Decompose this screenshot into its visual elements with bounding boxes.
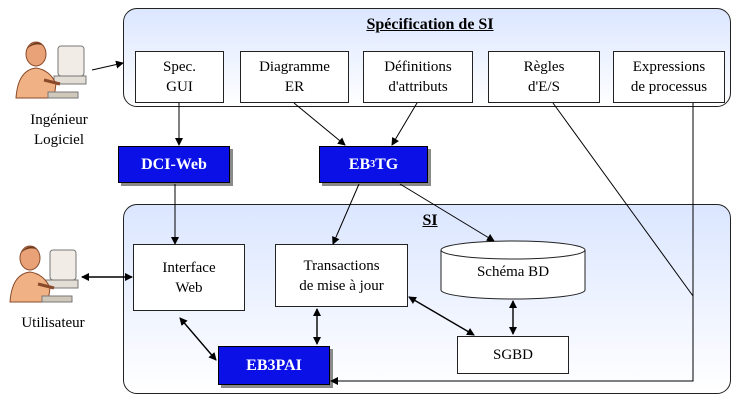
dci-web-tool[interactable]: DCI-Web <box>118 146 230 183</box>
arrow-engineer-spec <box>91 60 124 71</box>
arrow-eb3tg-transactions <box>332 183 360 245</box>
user-label: Utilisateur <box>21 315 85 331</box>
diagramme-er-box[interactable]: Diagramme ER <box>240 51 349 103</box>
definitions-attributs-box[interactable]: Définitions d'attributs <box>363 51 473 103</box>
arrow-interface-eb3pai <box>179 317 217 361</box>
arrow-transactions-sgbd <box>408 296 475 336</box>
arrow-expressions-eb3pai <box>330 103 694 385</box>
line-regles <box>552 102 694 297</box>
transactions-box[interactable]: Transactions de mise à jour <box>275 244 408 307</box>
engineer-icon <box>15 41 87 99</box>
sgbd-box[interactable]: SGBD <box>457 336 569 374</box>
eb3tg-main: EB <box>348 155 371 173</box>
eb3pai-tool[interactable]: EB3PAI <box>218 346 330 385</box>
spec-gui-box[interactable]: Spec. GUI <box>135 51 224 103</box>
expressions-processus-box[interactable]: Expressions de processus <box>613 51 725 103</box>
spec-panel-title: Spécification de SI <box>366 16 494 33</box>
engineer-label: Ingénieur Logiciel <box>30 112 88 148</box>
arrow-eb3tg-schema <box>399 183 495 242</box>
regles-es-box[interactable]: Règles d'E/S <box>488 51 600 103</box>
schema-bd-label: Schéma BD <box>476 264 550 280</box>
interface-web-box[interactable]: Interface Web <box>133 244 245 311</box>
arrow-defs-eb3tg <box>391 102 418 146</box>
eb3tg-sup: 3 <box>370 159 376 170</box>
si-panel-title: SI <box>422 212 438 229</box>
schema-bd-cylinder[interactable] <box>440 240 586 300</box>
arrow-er-eb3tg <box>293 102 346 146</box>
eb3tg-suffix: TG <box>375 155 399 173</box>
user-icon <box>9 245 79 303</box>
